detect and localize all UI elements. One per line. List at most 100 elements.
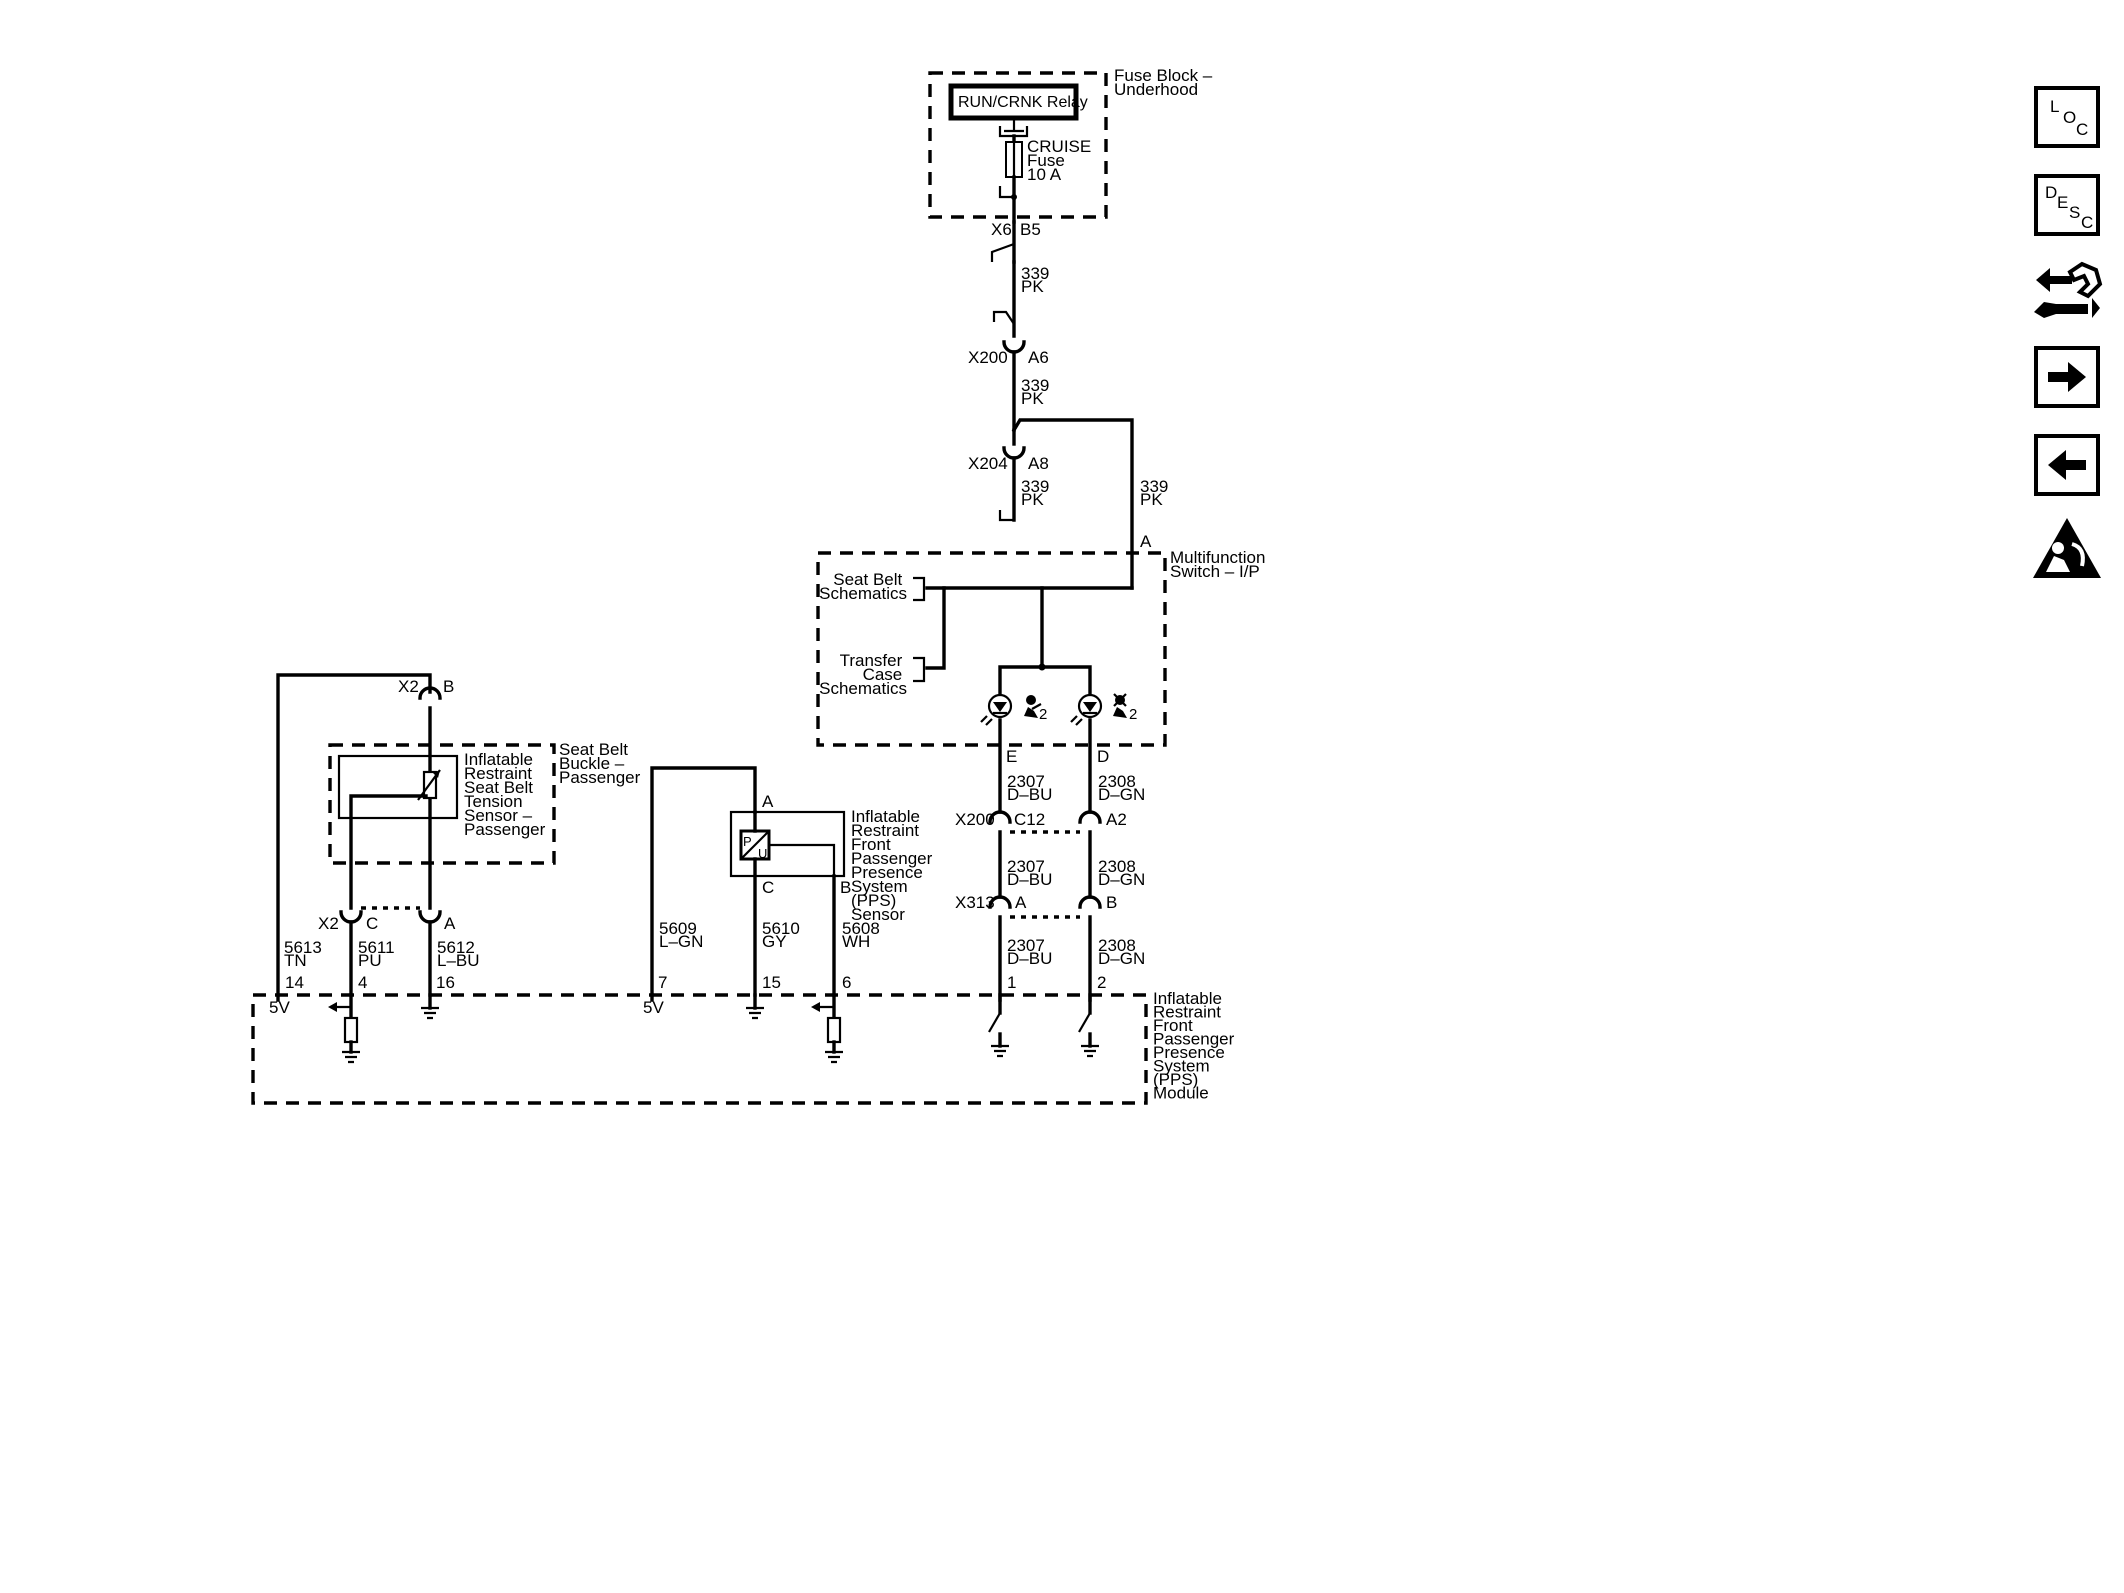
- pps-sensor-l3: Front: [851, 835, 891, 854]
- description-button[interactable]: D E S C: [2034, 174, 2100, 236]
- v5-left: 5V: [269, 998, 290, 1017]
- pps-module-l2: Restraint: [1153, 1003, 1221, 1022]
- pin-1: 1: [1007, 973, 1016, 992]
- buckle-name: Seat Belt Buckle – Passenger: [559, 740, 641, 787]
- airbag-warning-icon: [2033, 518, 2101, 578]
- c2307-color-3: D–BU: [1007, 949, 1052, 968]
- desc-icon: D E S C: [2045, 183, 2093, 232]
- buckle-name-l1: Seat Belt: [559, 740, 628, 759]
- conn-x313-a: A: [1015, 893, 1027, 912]
- circuits-2307-2308: 2307 D–BU 2308 D–GN X200 C12 A2 2307 D–B…: [955, 718, 1145, 1002]
- pps-module-l7: (PPS): [1153, 1070, 1198, 1089]
- pin-14: 14: [285, 973, 304, 992]
- c5613-num: 5613: [284, 938, 322, 957]
- wiring-diagram: RUN/CRNK Relay Fuse Block – Underhood CR…: [251, 66, 1265, 1105]
- conn-x2-c: C: [366, 914, 378, 933]
- pps-sensor-l8: Sensor: [851, 905, 905, 924]
- c5609-color: L–GN: [659, 932, 703, 951]
- fuse-block-name: Fuse Block – Underhood: [1114, 66, 1217, 99]
- next-button[interactable]: [2034, 346, 2100, 408]
- seat-belt-ref: Seat Belt Schematics: [819, 570, 907, 603]
- tension-sensor-l5: Sensor –: [464, 806, 533, 825]
- conn-x200-2: X200: [955, 810, 995, 829]
- tension-sensor-l3: Seat Belt: [464, 778, 533, 797]
- arrow-right-icon: [2048, 362, 2086, 392]
- c5612-num: 5612: [437, 938, 475, 957]
- ground-15: [746, 993, 764, 1020]
- conn-x6: X6: [991, 220, 1012, 239]
- tension-sensor-l6: Passenger: [464, 820, 546, 839]
- conn-x204: X204: [968, 454, 1008, 473]
- conn-a2: A2: [1106, 810, 1127, 829]
- pps-p: P: [743, 834, 752, 849]
- pps-sensor: A C B P U Inflatable Restraint Front Pas…: [650, 766, 937, 997]
- c2308-color-2: D–GN: [1098, 870, 1145, 889]
- buckle-name-l2: Buckle –: [559, 754, 625, 773]
- airbag-warning-button[interactable]: [2030, 514, 2104, 584]
- switch-1: [988, 993, 1009, 1058]
- c5611-color: PU: [358, 951, 382, 970]
- c5613-color: TN: [284, 951, 307, 970]
- seat-belt-ref-l1: Seat Belt: [833, 570, 902, 589]
- c5612-color: L–BU: [437, 951, 480, 970]
- c5610-num: 5610: [762, 919, 800, 938]
- c2307-color-2: D–BU: [1007, 870, 1052, 889]
- v5-mid: 5V: [643, 998, 664, 1017]
- relay-label: RUN/CRNK Relay: [958, 94, 1088, 111]
- fuse-block-name-l1: Fuse Block –: [1114, 66, 1213, 85]
- pps-module: Inflatable Restraint Front Passenger Pre…: [251, 973, 1239, 1105]
- location-button[interactable]: L O C: [2034, 86, 2100, 148]
- conn-a8: A8: [1028, 454, 1049, 473]
- c5610-color: GY: [762, 932, 787, 951]
- circuit-339-run: X6 B5 339 PK X200 A6 339 PK X204 A8 339 …: [968, 220, 1168, 590]
- pps-sensor-l1: Inflatable: [851, 807, 920, 826]
- multifunction-switch: A Multifunction Switch – I/P Seat Belt S…: [816, 532, 1265, 766]
- conn-x2-a: A: [444, 914, 456, 933]
- mfs-pin-d: D: [1097, 747, 1109, 766]
- pps-sensor-name: Inflatable Restraint Front Passenger Pre…: [851, 807, 937, 924]
- desc-e: E: [2057, 193, 2068, 212]
- loc-icon: L O C: [2050, 97, 2088, 139]
- pps-sensor-l6: System: [851, 877, 908, 896]
- pps-module-l1: Inflatable: [1153, 989, 1222, 1008]
- pull-down-resistor-4: [328, 993, 360, 1064]
- pin-6: 6: [842, 973, 851, 992]
- diagnostic-tool-button[interactable]: [2030, 254, 2104, 328]
- c2308-num-2: 2308: [1098, 857, 1136, 876]
- c2308-num-3: 2308: [1098, 936, 1136, 955]
- previous-button[interactable]: [2034, 434, 2100, 496]
- c5609-num: 5609: [659, 919, 697, 938]
- pps-pin-c: C: [762, 878, 774, 897]
- loc-c: C: [2076, 120, 2088, 139]
- desc-c: C: [2081, 213, 2093, 232]
- airbag-off-suffix: 2: [1129, 706, 1137, 723]
- loc-l: L: [2050, 97, 2059, 116]
- c339-color-1: PK: [1021, 277, 1044, 296]
- buckle-name-l3: Passenger: [559, 768, 641, 787]
- conn-x313-b: B: [1106, 893, 1117, 912]
- pin-4: 4: [358, 973, 367, 992]
- c339-color-4: PK: [1140, 490, 1163, 509]
- desc-d: D: [2045, 183, 2057, 202]
- c339-num-1: 339: [1021, 264, 1049, 283]
- mfs-pin-e: E: [1006, 747, 1017, 766]
- pps-module-name: Inflatable Restraint Front Passenger Pre…: [1153, 989, 1239, 1103]
- c339-color-2: PK: [1021, 389, 1044, 408]
- pps-module-l4: Passenger: [1153, 1030, 1235, 1049]
- fuse-label-l1: CRUISE: [1027, 137, 1091, 156]
- conn-b5: B5: [1020, 220, 1041, 239]
- pin-2: 2: [1097, 973, 1106, 992]
- pps-module-l5: Presence: [1153, 1043, 1225, 1062]
- seat-belt-buckle-passenger: X2 B Seat Belt Buckle – Passenger Inflat…: [276, 673, 641, 997]
- pps-sensor-l2: Restraint: [851, 821, 919, 840]
- seat-belt-ref-l2: Schematics: [819, 584, 907, 603]
- c339-num-3: 339: [1021, 477, 1049, 496]
- pps-module-l8: Module: [1153, 1084, 1209, 1103]
- pps-sensor-l5: Presence: [851, 863, 923, 882]
- pin-15: 15: [762, 973, 781, 992]
- pin-7: 7: [658, 973, 667, 992]
- c2308-color-3: D–GN: [1098, 949, 1145, 968]
- tension-sensor-name: Inflatable Restraint Seat Belt Tension S…: [464, 750, 546, 839]
- pps-module-l6: System: [1153, 1057, 1210, 1076]
- mfs-name-l1: Multifunction: [1170, 548, 1265, 567]
